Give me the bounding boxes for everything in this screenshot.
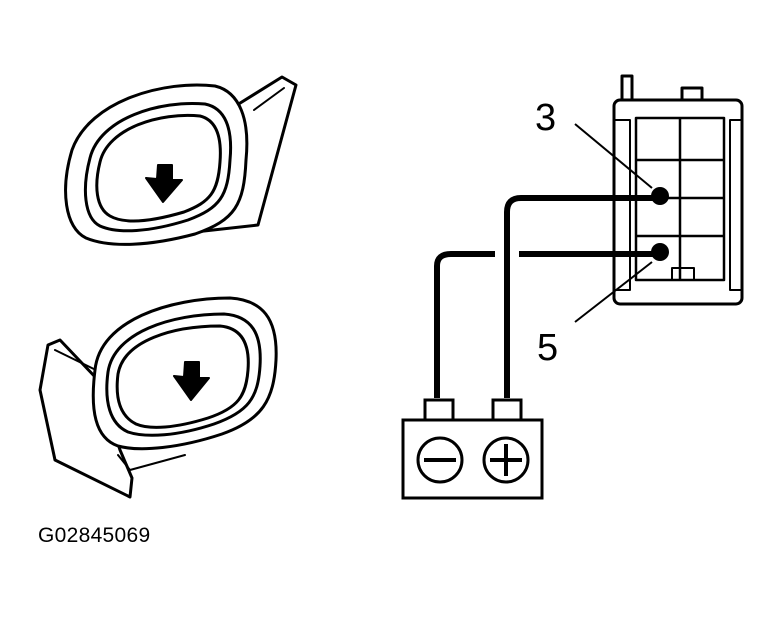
- label-3-leader: [574, 123, 653, 189]
- down-arrow-icon: [173, 361, 210, 401]
- battery: [401, 398, 544, 500]
- label-5-leader: [574, 261, 653, 323]
- pin-label-3: 3: [535, 97, 556, 139]
- battery-positive-post: [491, 398, 523, 422]
- mirror-connector: [612, 74, 744, 306]
- figure-code: G02845069: [38, 524, 151, 547]
- lower-mirror-glass: [115, 324, 250, 429]
- lower-mirror: [38, 296, 278, 499]
- pin-label-5: 5: [537, 327, 558, 369]
- plus-icon: [482, 436, 530, 484]
- upper-mirror-glass: [95, 113, 222, 223]
- lower-mirror-mount: [38, 338, 134, 499]
- upper-mirror: [64, 75, 298, 246]
- upper-mirror-glass-frame: [83, 101, 233, 233]
- battery-negative-post: [423, 398, 455, 422]
- positive-lead: [504, 195, 660, 398]
- minus-icon: [416, 436, 464, 484]
- down-arrow-icon: [145, 164, 183, 203]
- test-leads: [434, 195, 660, 398]
- negative-lead: [434, 251, 495, 398]
- lower-mirror-glass-frame: [105, 312, 262, 437]
